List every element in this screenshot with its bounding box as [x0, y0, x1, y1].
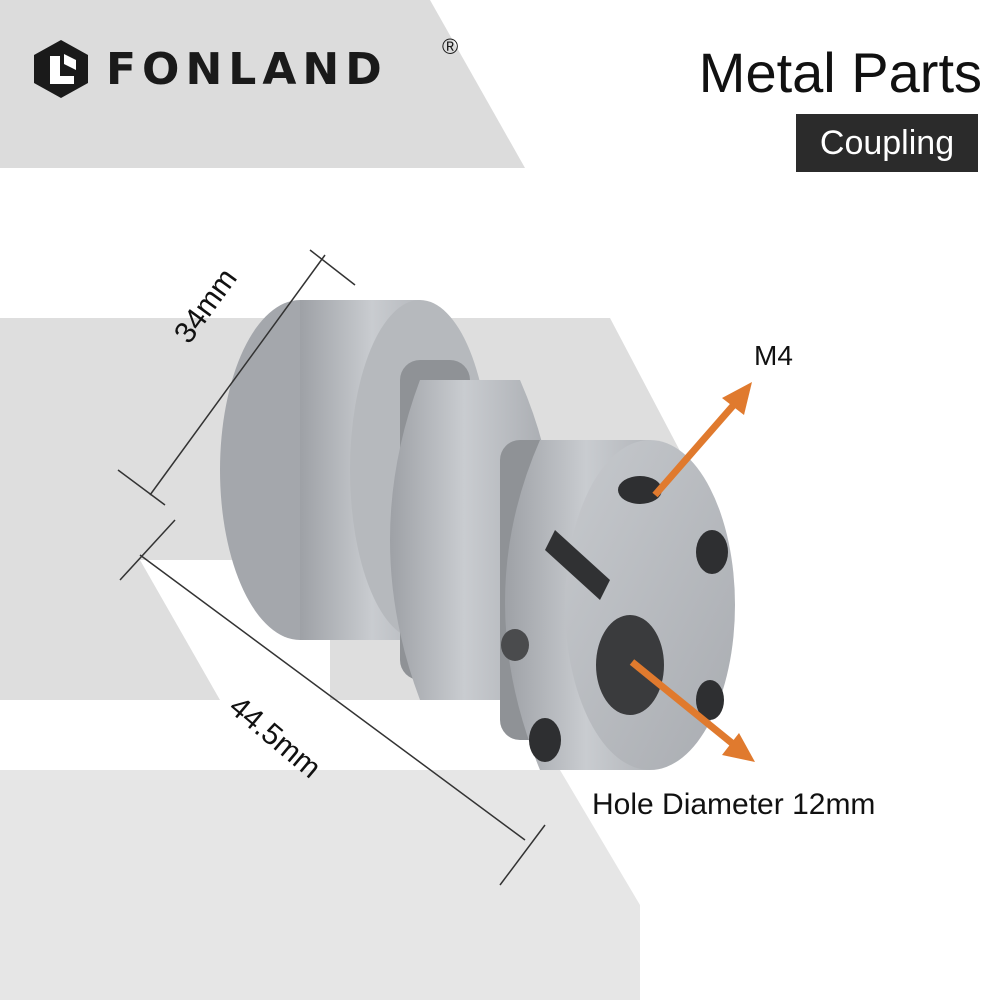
brand-name: FONLAND — [106, 43, 388, 95]
page-title: Metal Parts — [698, 41, 982, 104]
category-badge: Coupling — [796, 114, 978, 172]
hole-diameter-label: Hole Diameter 12mm — [592, 788, 876, 821]
registered-mark: ® — [442, 34, 459, 59]
mount-hole-3 — [696, 680, 724, 720]
m4-screw-hole — [618, 476, 662, 504]
mount-hole-2 — [529, 718, 561, 762]
brand-logo: FONLAND ® — [30, 34, 458, 100]
dimension-lines — [117, 249, 546, 886]
fonland-logo-icon — [34, 40, 88, 98]
m4-callout-label: M4 — [754, 340, 793, 371]
clamp-slot — [545, 530, 610, 600]
set-screw-hole — [501, 629, 529, 661]
arrow-head-m4 — [722, 382, 752, 415]
mount-hole-1 — [696, 530, 728, 574]
callout-arrows — [629, 382, 755, 762]
center-bore — [596, 615, 664, 715]
arrow-head-hole — [722, 733, 755, 762]
